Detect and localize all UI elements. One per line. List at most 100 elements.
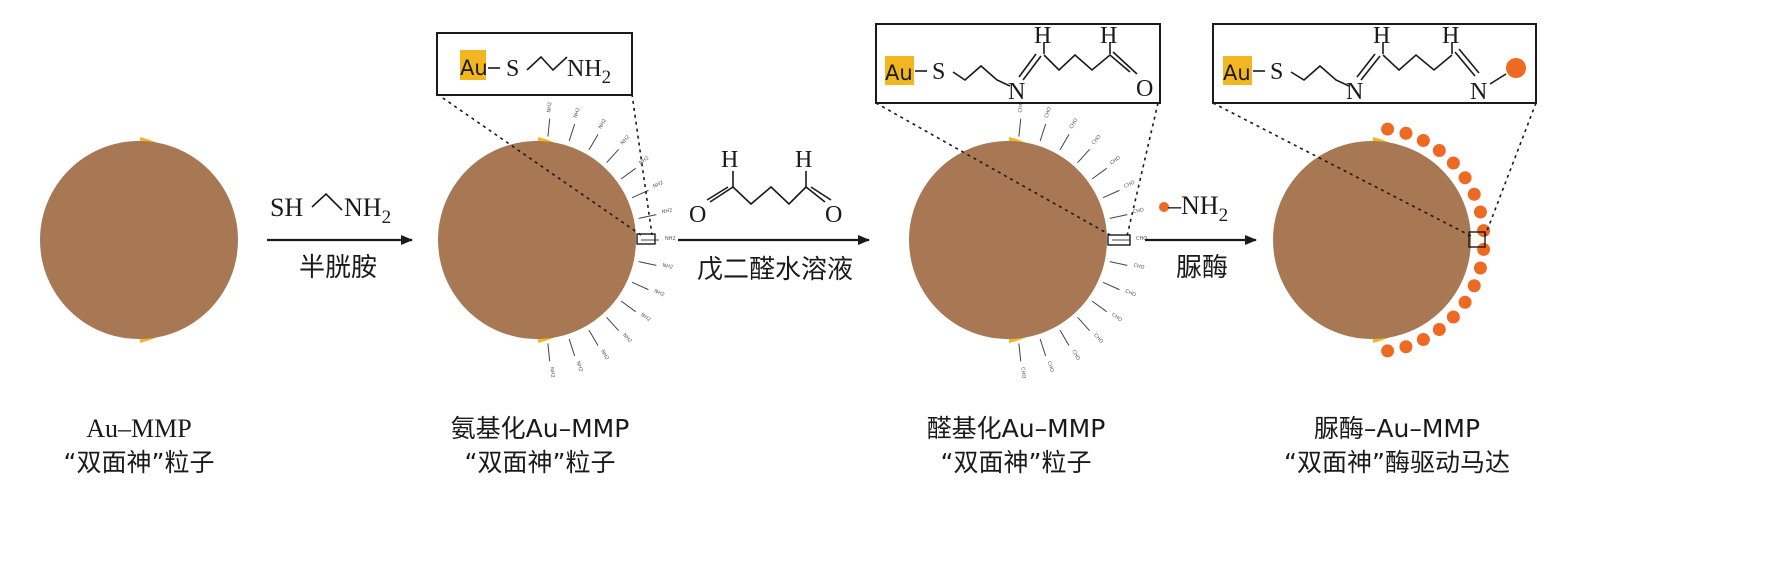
enzyme-dot — [1477, 242, 1491, 256]
ligand-hair-label: CHO — [1109, 155, 1122, 166]
ligand-hair-label: CHO — [1132, 207, 1144, 215]
ligand-hair-label: NH2 — [599, 349, 610, 361]
enzyme-dot — [1432, 143, 1446, 157]
zoom-box — [1468, 231, 1486, 248]
enzyme-dot — [1446, 156, 1460, 170]
ligand-hair-label: NH2 — [546, 102, 553, 113]
ligand-hair — [1059, 329, 1070, 346]
ligand-hair — [638, 261, 657, 266]
ligand-hair-label: CHO — [1091, 134, 1103, 146]
particle-name: 醛基化Au–MMP — [927, 414, 1106, 443]
particle-urease-au-mmp — [1212, 102, 1537, 358]
ligand-hair — [1102, 281, 1120, 291]
h-label: H — [1442, 23, 1459, 49]
magnetic-core — [40, 141, 238, 339]
enzyme-dot — [1416, 133, 1430, 147]
au-highlight — [885, 56, 914, 85]
ligand-hair — [568, 123, 576, 142]
enzyme-dot — [1467, 187, 1481, 201]
step-label-cysteamine: 半胱胺 — [299, 253, 377, 283]
enzyme-dots — [1381, 122, 1491, 358]
h-label: H — [721, 147, 738, 173]
ligand-hair-label: CHO — [1110, 312, 1123, 323]
enzyme-dot — [1381, 344, 1395, 358]
ligand-hair-label: NH2 — [639, 312, 651, 323]
ligand-hair — [606, 149, 620, 164]
inset-amine-structure: Au S NH2 — [436, 32, 633, 96]
o-label: O — [1136, 76, 1153, 102]
particle-desc: “双面神”粒子 — [465, 448, 616, 477]
n-label: N — [1008, 79, 1025, 105]
h-label: H — [1373, 23, 1390, 49]
ligand-hair-label: NH2 — [573, 107, 582, 119]
magnetic-core — [909, 141, 1107, 339]
nh2-label: NH2 — [567, 56, 611, 88]
ligand-hair — [1039, 123, 1047, 142]
particle-desc: “双面神”酶驱动马达 — [1284, 448, 1510, 477]
particle-name: Au–MMP — [86, 414, 191, 443]
step-2: H H O O 戊二醛水溶液 — [678, 147, 870, 285]
enzyme-dot — [1467, 279, 1481, 293]
au-label: Au — [460, 56, 488, 80]
enzyme-dot — [1458, 171, 1472, 185]
ligand-hair — [638, 214, 657, 219]
enzyme-dot-icon — [1159, 202, 1169, 212]
ligand-hair-label: CHO — [1069, 117, 1080, 130]
ligand-hair-label: CHO — [1044, 106, 1053, 119]
particle-name: 脲酶–Au–MMP — [1314, 414, 1480, 443]
enzyme-dot — [1477, 224, 1491, 238]
h-label: H — [1034, 23, 1051, 49]
ligand-hair — [568, 338, 576, 357]
enzyme-dot — [1458, 295, 1472, 309]
caption-2: 氨基化Au–MMP “双面神”粒子 — [451, 414, 630, 477]
zoom-line — [631, 93, 653, 236]
ligand-hair-label: NH2 — [665, 236, 676, 242]
ligand-hair — [588, 329, 599, 346]
h-label: H — [795, 147, 812, 173]
ligand-hair — [1109, 214, 1128, 219]
au-label: Au — [1223, 61, 1251, 85]
enzyme-dot — [1381, 122, 1395, 136]
ligand-hair — [547, 343, 551, 362]
ligand-hair-label: CHO — [1136, 236, 1147, 242]
ligand-hair — [1077, 316, 1091, 331]
ligand-hair-label: NH2 — [548, 367, 555, 378]
ligand-hair — [1018, 343, 1022, 362]
caption-1: Au–MMP “双面神”粒子 — [64, 414, 215, 477]
ligand-hair — [606, 316, 620, 331]
ligand-hair-label: CHO — [1070, 349, 1081, 362]
magnetic-core — [1273, 141, 1471, 339]
enzyme-dot — [1399, 126, 1413, 140]
s-label: S — [1270, 59, 1283, 85]
ligand-hair-label: NH2 — [621, 332, 633, 344]
zoom-box — [1107, 234, 1131, 246]
particle-desc: “双面神”粒子 — [64, 448, 215, 477]
enzyme-dot — [1399, 340, 1413, 354]
s-label: S — [506, 56, 519, 82]
step-3: –NH2 脲酶 — [1145, 191, 1257, 283]
ligand-hair — [547, 118, 551, 137]
au-highlight — [1223, 56, 1252, 85]
zoom-line — [875, 102, 1113, 237]
ligand-hair — [631, 281, 649, 291]
reagent-nh2: NH2 — [344, 193, 391, 228]
ligand-hair-label: CHO — [1017, 101, 1024, 113]
reagent-sh: SH — [270, 193, 303, 222]
s-label: S — [932, 59, 945, 85]
au-highlight — [460, 50, 486, 80]
ligand-hair — [1077, 149, 1091, 164]
inset-imine-aldehyde-structure: Au S N H H O — [875, 23, 1161, 105]
reagent-nh2: –NH2 — [1167, 191, 1228, 226]
enzyme-dot — [1432, 323, 1446, 337]
ligand-hair-label: CHO — [1124, 288, 1137, 298]
ligand-hair-label: NH2 — [598, 118, 609, 130]
inset-imine-enzyme-structure: Au S N H H N — [1212, 23, 1537, 105]
ligand-hair — [1039, 338, 1047, 357]
ligand-hair-label: NH2 — [652, 180, 664, 190]
o-label: O — [689, 202, 706, 228]
